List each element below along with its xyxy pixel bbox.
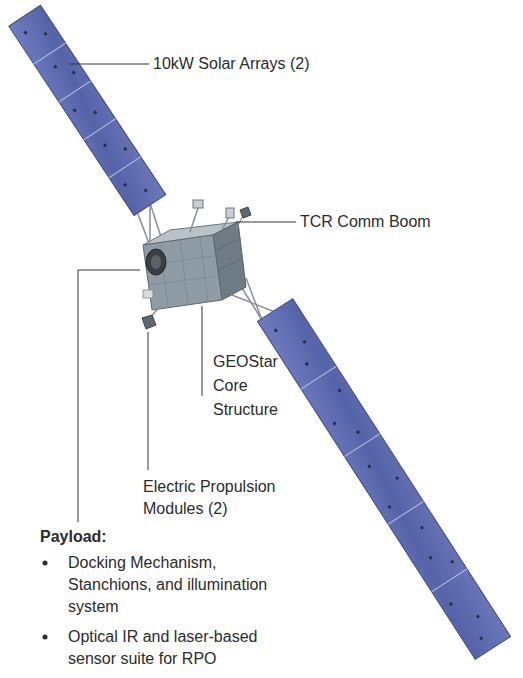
comm-boom (190, 200, 234, 232)
part-label: GEOStar Core Structure (213, 350, 289, 422)
bullet-dot (43, 561, 48, 640)
part-label: Electric Propulsion Modules (2) (143, 476, 318, 520)
leader-line (70, 64, 296, 522)
part-label: Docking Mechanism, Stanchions, and illum… (68, 552, 280, 618)
solar-array (9, 5, 166, 215)
part-label: 10kW Solar Arrays (2) (153, 53, 309, 75)
section-heading: Payload: (40, 526, 107, 548)
part-label: TCR Comm Boom (300, 211, 431, 233)
propulsion-module (142, 207, 251, 329)
solar-array (257, 299, 510, 660)
core-structure (143, 222, 246, 310)
part-label: Optical IR and laser-based sensor suite … (68, 626, 280, 670)
